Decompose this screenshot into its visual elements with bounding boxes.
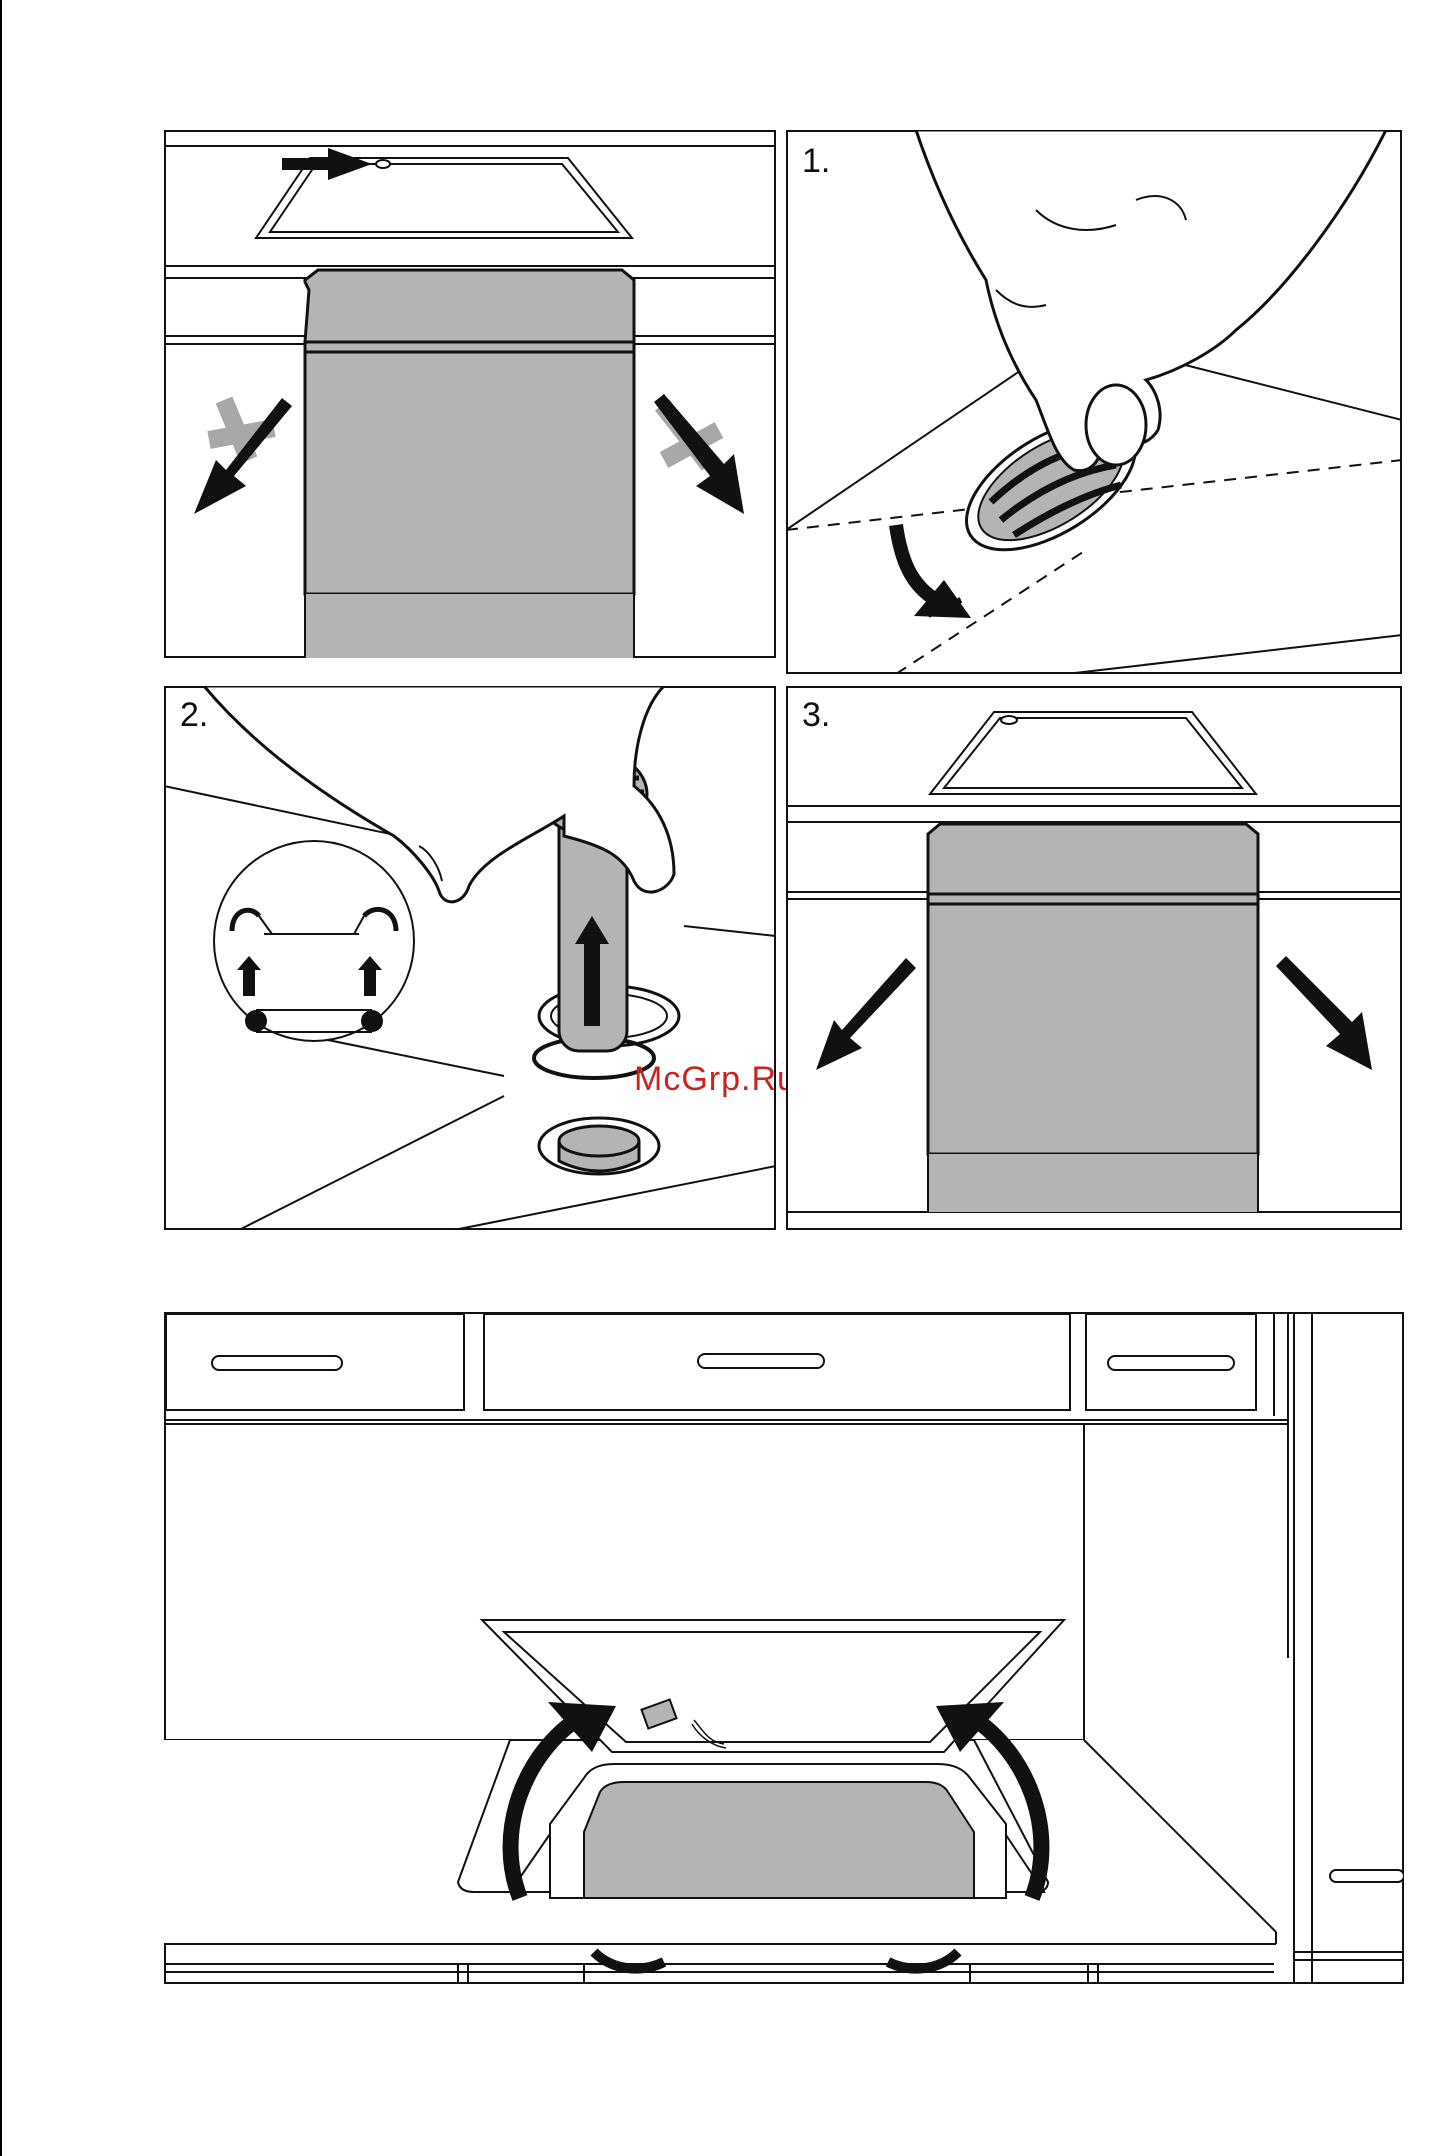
step-2-label: 2.: [180, 696, 208, 735]
panel-step-2: [164, 686, 776, 1230]
page-left-border: [0, 0, 2, 2156]
step-3-label: 3.: [802, 696, 830, 735]
panel-step-3: [786, 686, 1402, 1230]
watermark-text: McGrp.Ru: [634, 1060, 797, 1099]
downdraft-body: [550, 1764, 1006, 1898]
downdraft-body: [305, 270, 634, 658]
downdraft-body: [928, 824, 1258, 1212]
detail-circle-seal: [214, 841, 414, 1041]
panel-step-1: [786, 130, 1402, 674]
panel-kitchen-installation: [164, 1312, 1404, 1984]
panel-remove-incorrect: [164, 130, 776, 658]
step-1-label: 1.: [802, 142, 830, 181]
